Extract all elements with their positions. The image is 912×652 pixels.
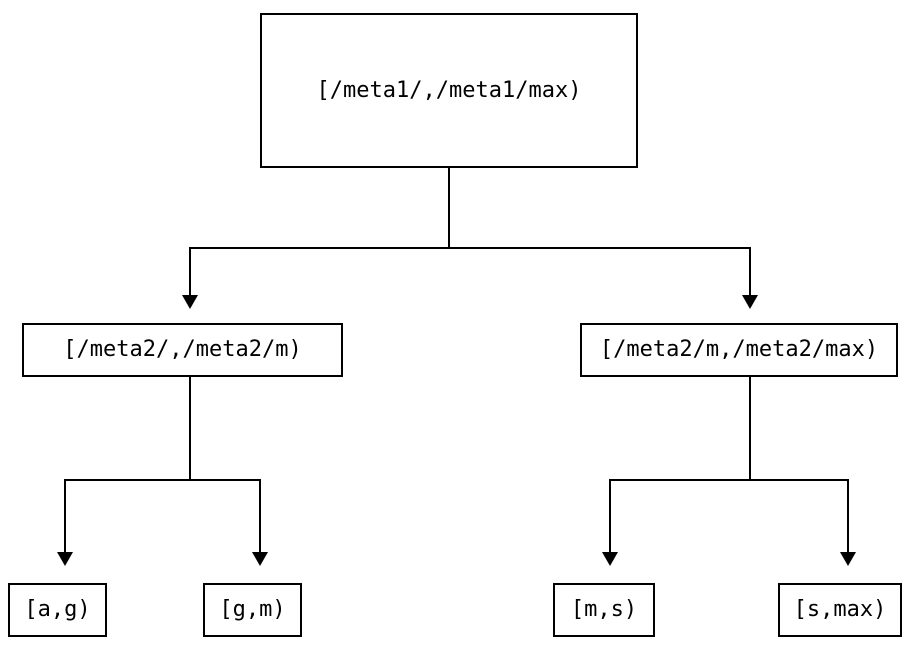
tree-node-leaf-smax: [s,max) — [778, 583, 902, 637]
tree-node-meta2-right: [/meta2/m,/meta2/max) — [580, 323, 898, 377]
tree-node-meta2-left: [/meta2/,/meta2/m) — [22, 323, 343, 377]
tree-node-leaf-ms: [m,s) — [553, 583, 655, 637]
tree-node-leaf-smax-label: [s,max) — [793, 597, 887, 622]
tree-node-leaf-ag-label: [a,g) — [24, 597, 91, 622]
arrowhead-icon — [840, 552, 856, 566]
tree-node-root-label: [/meta1/,/meta1/max) — [316, 77, 582, 103]
tree-node-leaf-ms-label: [m,s) — [570, 597, 638, 622]
arrowhead-icon — [57, 552, 73, 566]
tree-node-meta2-left-label: [/meta2/,/meta2/m) — [63, 337, 302, 362]
tree-node-meta2-right-label: [/meta2/m,/meta2/max) — [599, 337, 879, 362]
tree-node-leaf-ag: [a,g) — [8, 583, 107, 637]
edge-lines — [64, 168, 849, 553]
arrowhead-icon — [602, 552, 618, 566]
tree-node-leaf-gm-label: [g,m) — [219, 597, 286, 622]
arrowhead-icon — [252, 552, 268, 566]
arrowhead-icon — [182, 295, 198, 309]
arrowhead-icon — [742, 295, 758, 309]
tree-node-root: [/meta1/,/meta1/max) — [260, 13, 638, 168]
tree-node-leaf-gm: [g,m) — [203, 583, 302, 637]
